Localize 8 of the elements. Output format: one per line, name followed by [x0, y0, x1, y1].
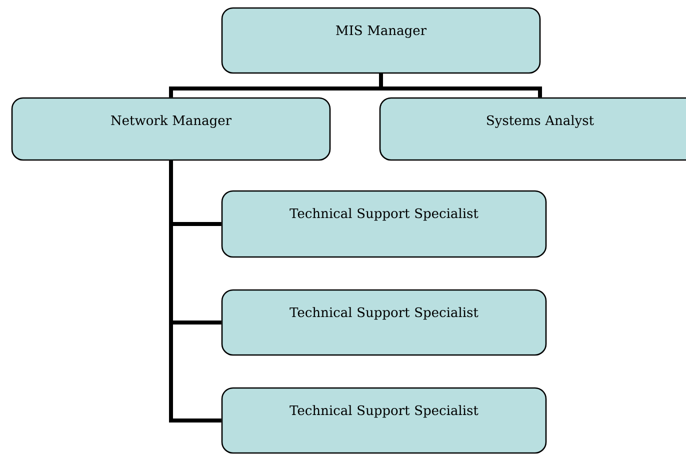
connector-line — [169, 160, 222, 422]
connector-line — [379, 74, 542, 98]
org-chart-box: Network Manager — [11, 97, 331, 161]
org-chart-box: Systems Analyst — [379, 97, 686, 161]
org-chart-box: Technical Support Specialist — [221, 190, 547, 258]
org-chart-box: Technical Support Specialist — [221, 289, 547, 356]
org-chart-box: Technical Support Specialist — [221, 387, 547, 454]
org-chart-box: MIS Manager — [221, 7, 541, 74]
